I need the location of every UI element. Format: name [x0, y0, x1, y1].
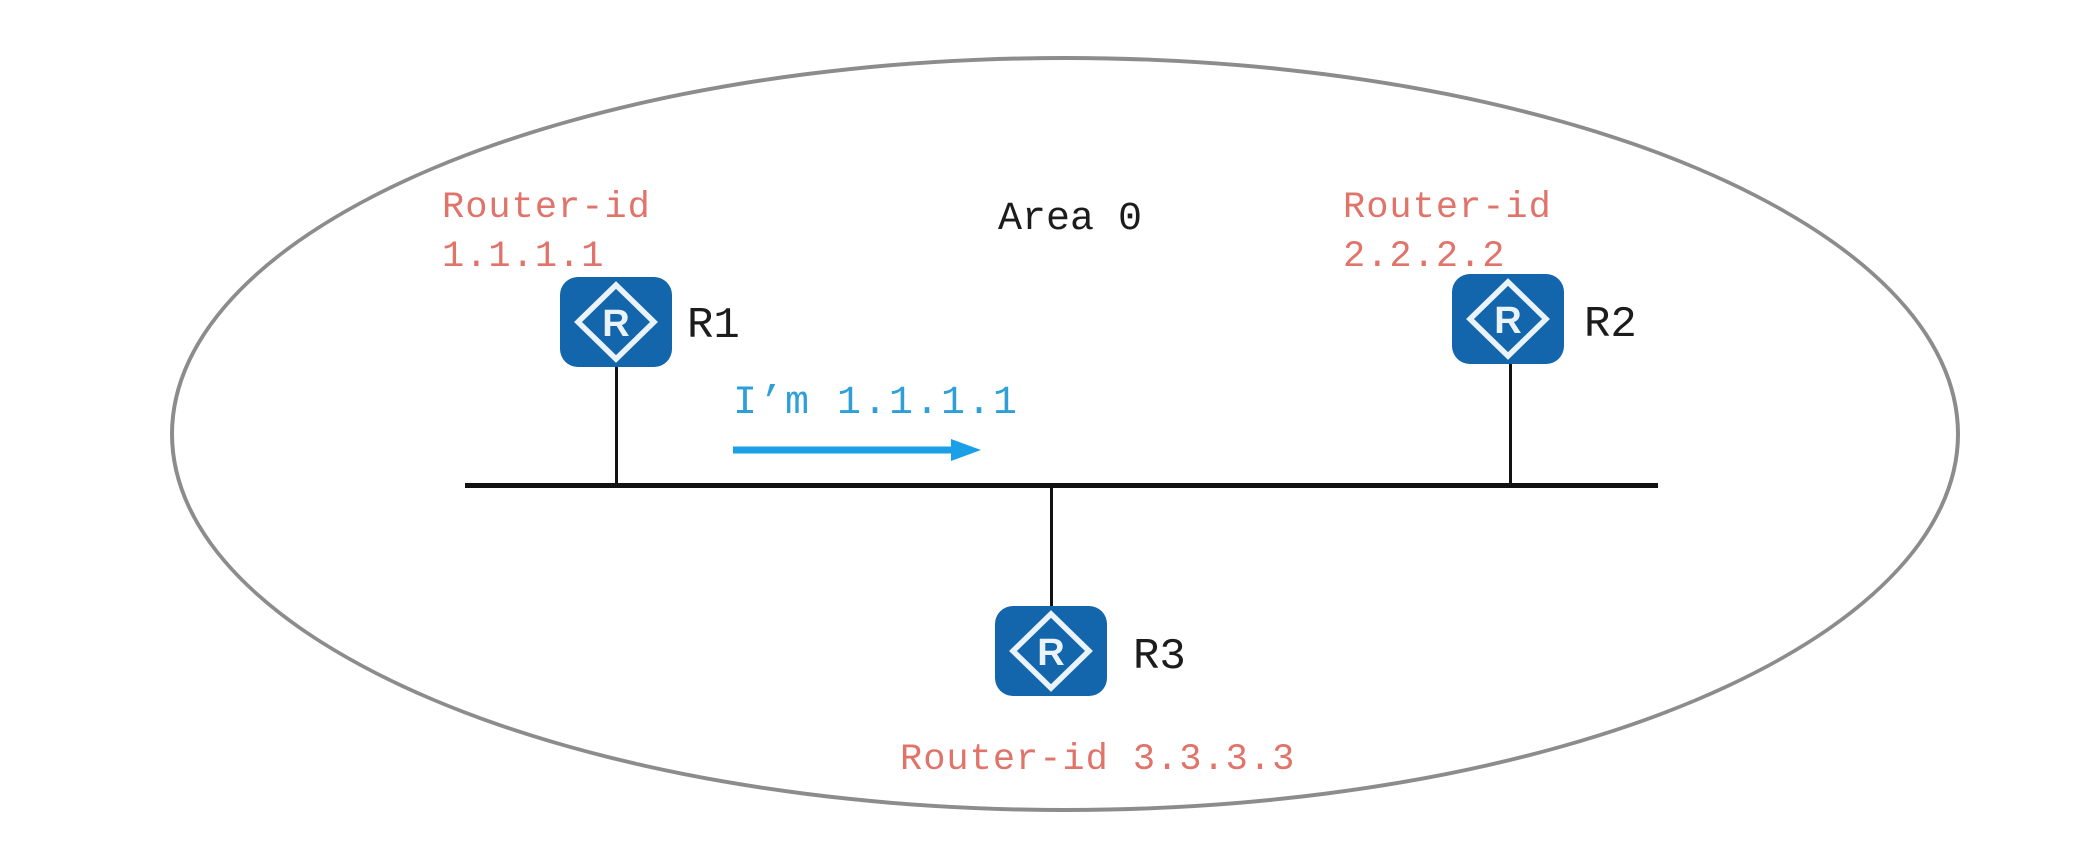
link-r2-bus [1509, 364, 1512, 484]
router-icon: R [1452, 274, 1564, 364]
router-id-value-r1: 1.1.1.1 [442, 236, 605, 278]
router-id-label-r1: Router-id 1.1.1.1 [442, 184, 651, 282]
router-id-value-r3: 3.3.3.3 [1132, 739, 1296, 781]
router-name-r2: R2 [1584, 300, 1637, 350]
router-icon-r2: R [1452, 274, 1564, 364]
hello-message-text: I’m 1.1.1.1 [733, 381, 1020, 426]
router-id-caption-r2: Router-id [1343, 187, 1552, 229]
area-title: Area 0 [998, 197, 1143, 242]
router-id-value-r2: 2.2.2.2 [1343, 236, 1506, 278]
router-icon-r3: R [995, 606, 1107, 696]
link-r3-bus [1050, 487, 1053, 608]
svg-text:R: R [1037, 632, 1064, 674]
router-name-r3: R3 [1133, 632, 1186, 682]
hello-message-arrow-icon [733, 439, 981, 461]
network-bus-line [465, 483, 1658, 488]
area-boundary-ellipse [170, 56, 1960, 812]
svg-text:R: R [602, 303, 629, 345]
router-icon: R [560, 277, 672, 367]
router-icon: R [995, 606, 1107, 696]
svg-text:R: R [1494, 300, 1521, 342]
router-id-caption-r1: Router-id [442, 187, 651, 229]
router-id-caption-r3: Router-id [900, 739, 1109, 781]
router-id-label-r3: Router-id 3.3.3.3 [900, 742, 1295, 779]
link-r1-bus [615, 366, 618, 484]
router-name-r1: R1 [687, 301, 740, 351]
router-id-label-r2: Router-id 2.2.2.2 [1343, 184, 1552, 282]
router-icon-r1: R [560, 277, 672, 367]
